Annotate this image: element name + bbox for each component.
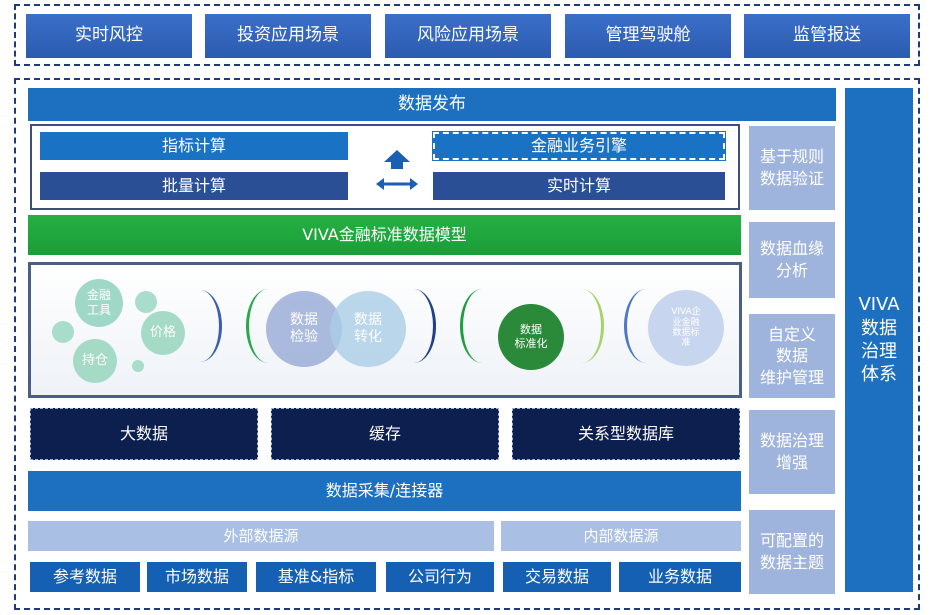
small-bubble-2 [52,321,74,343]
top-item-investment[interactable]: 投资应用场景 [205,14,371,58]
realtime-compute-box[interactable]: 实时计算 [433,172,725,200]
enterprise-standard-bubble: VIVA企 业金融 数据标 准 [648,290,724,366]
top-item-realtime-risk[interactable]: 实时风控 [26,14,192,58]
source-trading[interactable]: 交易数据 [503,562,611,592]
position-bubble: 持仓 [73,339,117,383]
collector-bar[interactable]: 数据采集/连接器 [28,471,741,511]
cache-box[interactable]: 缓存 [271,408,499,460]
source-benchmark[interactable]: 基准&指标 [256,562,376,592]
top-item-regulatory[interactable]: 监管报送 [744,14,910,58]
governance-column[interactable]: VIVA 数据 治理 体系 [845,88,913,592]
side-governance-enhance[interactable]: 数据治理 增强 [749,410,835,494]
side-configurable-topic[interactable]: 可配置的 数据主题 [749,510,835,594]
instrument-bubble: 金融 工具 [75,279,123,327]
indicator-compute-box[interactable]: 指标计算 [40,132,348,160]
external-source-header: 外部数据源 [28,521,494,551]
finance-engine-box[interactable]: 金融业务引擎 [432,131,726,161]
check-bubble: 数据 检验 [266,291,342,367]
small-bubble-1 [135,291,157,313]
bracket-right-3 [560,289,604,363]
flow-arrows-icon [376,150,418,190]
source-corporate-action[interactable]: 公司行为 [386,562,494,592]
top-item-cockpit[interactable]: 管理驾驶舱 [565,14,731,58]
bracket-left-4 [624,289,668,363]
bracket-left-3 [460,289,504,363]
side-lineage[interactable]: 数据血缘 分析 [749,222,835,298]
source-business[interactable]: 业务数据 [619,562,741,592]
side-custom-maintenance[interactable]: 自定义 数据 维护管理 [749,314,835,398]
standardize-bubble: 数据 标准化 [498,304,564,370]
top-item-risk[interactable]: 风险应用场景 [385,14,551,58]
platform-frame [14,78,920,610]
internal-source-header: 内部数据源 [501,521,741,551]
bigdata-box[interactable]: 大数据 [30,408,258,460]
viva-model-bar[interactable]: VIVA金融标准数据模型 [28,215,741,255]
bracket-left-2 [246,289,290,363]
side-rule-validation[interactable]: 基于规则 数据验证 [749,126,835,210]
bracket-right-2 [392,289,436,363]
bracket-right-1 [178,290,222,362]
data-publish-bar[interactable]: 数据发布 [28,88,836,121]
small-bubble-3 [132,360,144,372]
application-frame [14,4,920,66]
source-market[interactable]: 市场数据 [147,562,247,592]
rdbms-box[interactable]: 关系型数据库 [512,408,740,460]
price-bubble: 价格 [141,311,185,355]
batch-compute-box[interactable]: 批量计算 [40,172,348,200]
source-reference[interactable]: 参考数据 [30,562,140,592]
